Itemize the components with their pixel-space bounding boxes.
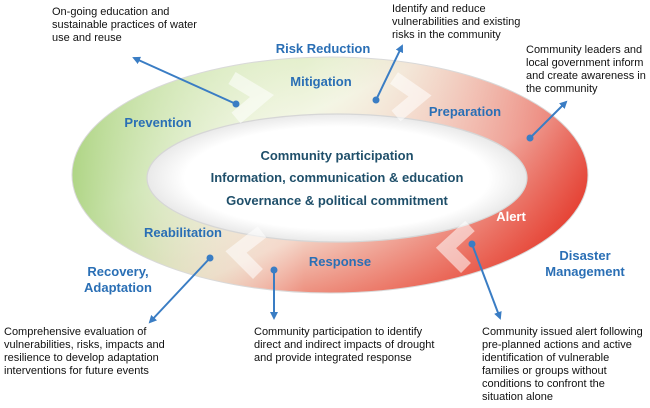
- note-reabilitation: Comprehensive evaluation of vulnerabilit…: [4, 326, 165, 377]
- note-alert: Community issued alert following pre-pla…: [482, 326, 643, 403]
- arrow-origin-preparation: [526, 134, 534, 142]
- label-prevention: Prevention: [124, 115, 191, 130]
- label-disaster-line1: Disaster: [559, 248, 610, 263]
- center-line-2: Information, communication & education: [211, 170, 464, 185]
- arrow-alert: [471, 243, 502, 320]
- arrow-preparation: [529, 100, 568, 139]
- note-mitigation: Identify and reduce vulnerabilities and …: [392, 3, 521, 41]
- arrow-mitigation: [375, 44, 404, 101]
- label-preparation: Preparation: [429, 104, 501, 119]
- inner-ellipse: [146, 113, 528, 243]
- note-response: Community participation to identify dire…: [254, 326, 435, 364]
- chevron-bottom-right: [435, 220, 475, 273]
- note-preparation: Community leaders and local government i…: [526, 44, 646, 95]
- label-mitigation: Mitigation: [290, 74, 351, 89]
- arrow-origin-alert: [468, 240, 476, 248]
- label-disaster-line2: Management: [545, 264, 625, 279]
- chevron-top-left: [228, 71, 274, 124]
- chevron-bottom-left: [225, 226, 267, 279]
- label-risk-reduction: Risk Reduction: [276, 41, 371, 56]
- arrow-prevention: [132, 56, 237, 105]
- label-response: Response: [309, 254, 371, 269]
- note-prevention: On-going education and sustainable pract…: [52, 6, 197, 44]
- arrow-origin-response: [270, 266, 278, 274]
- cycle-ring-outline: [71, 56, 589, 294]
- chevron-top-right: [390, 72, 432, 122]
- center-line-3: Governance & political commitment: [226, 193, 448, 208]
- arrow-origin-reabilitation: [206, 254, 214, 262]
- arrow-origin-prevention: [232, 100, 240, 108]
- arrow-origin-mitigation: [372, 96, 380, 104]
- arrow-reabilitation: [148, 257, 211, 324]
- label-reabilitation: Reabilitation: [144, 225, 222, 240]
- label-alert: Alert: [496, 209, 526, 224]
- center-line-1: Community participation: [260, 148, 413, 163]
- label-recovery-line1: Recovery,: [87, 264, 148, 279]
- label-recovery-line2: Adaptation: [84, 280, 152, 295]
